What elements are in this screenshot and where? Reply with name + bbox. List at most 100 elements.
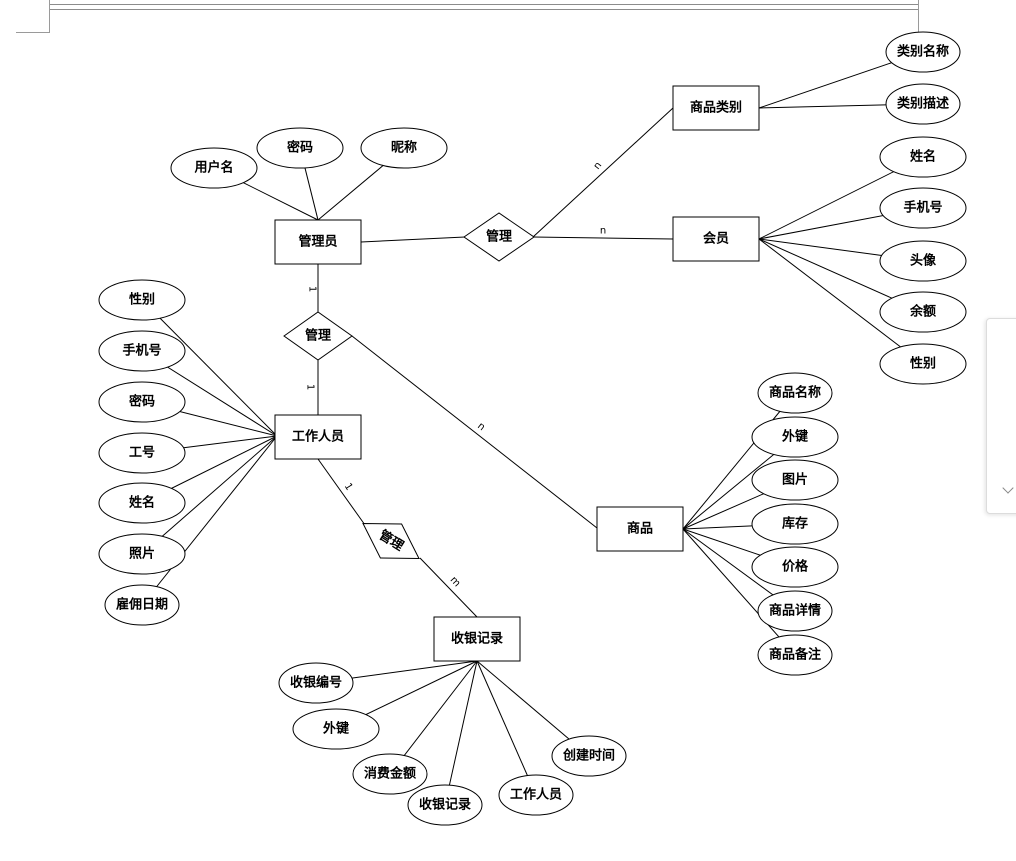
er-nodes: 用户名密码昵称类别名称类别描述姓名手机号头像余额性别性别手机号密码工号姓名照片雇…: [98, 31, 967, 826]
attribute-label-staff-0: 性别: [129, 292, 155, 308]
attribute-admin-1: [256, 127, 344, 169]
attribute-member-4: [879, 343, 967, 385]
attribute-cashier-5: [551, 735, 627, 777]
margin-corner-mark-left-h: [16, 32, 50, 33]
attribute-staff-0: [98, 279, 186, 321]
page-top-rule: [50, 4, 918, 10]
attribute-label-member-3: 余额: [909, 304, 936, 320]
entity-label-product: 商品: [627, 521, 653, 537]
attribute-product-4: [751, 546, 839, 588]
attribute-label-staff-3: 工号: [129, 446, 155, 461]
relationship-diamond-0: [463, 212, 535, 262]
attribute-product-0: [757, 372, 833, 414]
attribute-product-5: [757, 590, 833, 632]
relationship-diamond-2: [362, 523, 420, 559]
entity-label-cashier: 收银记录: [451, 631, 503, 647]
attribute-product-2: [751, 459, 839, 501]
attribute-label-product-6: 商品备注: [769, 647, 821, 663]
attribute-label-admin-1: 密码: [286, 140, 313, 156]
attribute-label-cashier-5: 创建时间: [562, 748, 615, 764]
attribute-label-member-0: 姓名: [909, 149, 936, 165]
edge-manage2-product: [351, 335, 598, 529]
attribute-label-cashier-4: 工作人员: [510, 787, 562, 803]
attribute-label-staff-5: 照片: [129, 546, 155, 562]
edge-admin-manage: [360, 236, 466, 243]
cardinality-6: m: [448, 575, 463, 590]
edge-manage-member: [532, 236, 674, 240]
edge-staff-attr-5: [141, 435, 278, 555]
attribute-label-cashier-1: 外键: [322, 721, 349, 737]
side-panel[interactable]: [986, 318, 1016, 514]
attribute-member-3: [879, 291, 967, 333]
attribute-admin-0: [170, 147, 258, 189]
attribute-staff-1: [98, 330, 186, 372]
attribute-label-category-1: 类别描述: [897, 96, 949, 112]
attribute-label-cashier-3: 收银记录: [419, 797, 471, 813]
attribute-label-admin-0: 用户名: [193, 160, 233, 176]
attribute-label-product-2: 图片: [782, 472, 808, 488]
edge-cashier-attr-4: [476, 660, 537, 796]
cardinality-1: n: [600, 226, 606, 237]
attribute-label-member-1: 手机号: [903, 200, 942, 216]
cardinality-4: n: [475, 421, 487, 434]
attribute-product-3: [751, 503, 839, 545]
margin-corner-mark-left: [49, 0, 50, 32]
relationship-rel-admin-staff: 管理: [283, 311, 353, 361]
edge-staff-attr-0: [141, 299, 278, 437]
attribute-member-2: [879, 240, 967, 282]
entity-staff: [274, 414, 362, 460]
cardinality-5: 1: [342, 481, 355, 492]
entity-product: [596, 506, 684, 552]
margin-corner-mark-right: [918, 0, 919, 32]
relationship-rel-staff-cashier: 管理: [362, 523, 420, 559]
entity-label-staff: 工作人员: [292, 429, 344, 445]
attribute-label-cashier-2: 消费金额: [364, 766, 416, 782]
edge-manage-category: [532, 107, 674, 238]
entity-category: [672, 85, 760, 131]
attribute-label-category-0: 类别名称: [897, 44, 949, 60]
entity-admin: [274, 219, 362, 265]
attribute-product-1: [751, 416, 839, 458]
edge-staff-attr-6: [141, 435, 278, 606]
attribute-label-product-5: 商品详情: [769, 603, 821, 619]
attribute-cashier-0: [278, 662, 354, 704]
attribute-admin-2: [360, 127, 448, 169]
edge-manage3-cashier: [419, 557, 478, 618]
attribute-label-product-0: 商品名称: [769, 385, 821, 401]
entity-label-category: 商品类别: [690, 100, 742, 116]
relationship-label-0: 管理: [486, 229, 512, 245]
relationship-diamond-1: [283, 311, 353, 361]
attribute-label-staff-2: 密码: [128, 394, 155, 410]
edge-cashier-attr-3: [444, 660, 478, 806]
attribute-label-product-4: 价格: [782, 559, 809, 575]
attribute-staff-6: [104, 584, 180, 626]
entity-label-member: 会员: [703, 231, 729, 247]
attribute-staff-4: [98, 482, 186, 524]
edge-product-attr-6: [682, 528, 796, 656]
cardinality-2: 1: [307, 286, 318, 292]
attribute-label-member-4: 性别: [910, 356, 936, 372]
attribute-cashier-3: [407, 784, 483, 826]
attribute-cashier-1: [292, 708, 380, 750]
attribute-label-staff-4: 姓名: [128, 495, 155, 511]
attribute-label-product-1: 外键: [781, 429, 808, 445]
edge-member-attr-4: [758, 238, 924, 365]
attribute-staff-2: [98, 381, 186, 423]
attribute-label-member-2: 头像: [910, 253, 937, 269]
entity-cashier: [433, 616, 521, 662]
edge-product-attr-0: [682, 392, 796, 530]
attribute-category-1: [885, 83, 961, 125]
attribute-member-1: [879, 187, 967, 229]
cardinality-0: n: [592, 160, 605, 172]
attribute-staff-3: [98, 432, 186, 474]
attribute-staff-5: [98, 533, 186, 575]
attribute-member-0: [879, 136, 967, 178]
cardinality-3: 1: [305, 384, 316, 390]
entity-member: [672, 216, 760, 262]
entity-label-admin: 管理员: [298, 234, 337, 250]
attribute-cashier-2: [352, 753, 428, 795]
attribute-product-6: [757, 634, 833, 676]
relationship-label-1: 管理: [305, 328, 331, 344]
er-edges: [141, 51, 924, 806]
